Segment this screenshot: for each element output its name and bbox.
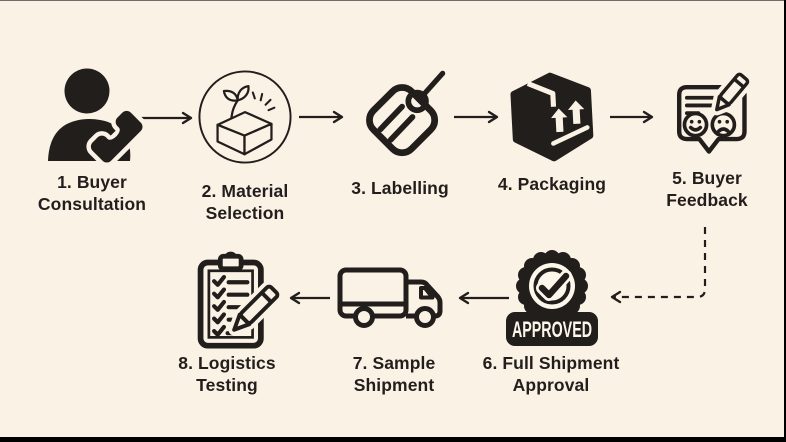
step-label: 6. Full Shipment Approval xyxy=(482,353,620,396)
price-tag-icon xyxy=(348,64,452,170)
person-with-phone-icon xyxy=(42,64,147,168)
box-with-sprout-icon xyxy=(196,68,294,166)
step-label: 8. Logistics Testing xyxy=(178,353,276,396)
frame-bottom-edge xyxy=(0,437,786,442)
arrow-step5-to-step6-dashed xyxy=(610,227,707,304)
shipping-box-icon xyxy=(501,66,603,168)
approved-badge-icon: APPROVED xyxy=(502,248,602,348)
step-label: 7. Sample Shipment xyxy=(352,353,436,396)
frame-right-edge xyxy=(784,0,786,442)
step-label: 5. Buyer Feedback xyxy=(666,168,748,211)
step-label: 1. Buyer Consultation xyxy=(37,172,147,215)
feedback-bubble-icon xyxy=(660,64,756,168)
approved-badge-text: APPROVED xyxy=(512,317,592,342)
checklist-clipboard-icon xyxy=(186,250,290,354)
step-label: 2. Material Selection xyxy=(201,181,289,224)
delivery-truck-icon xyxy=(336,266,450,330)
step-label: 3. Labelling xyxy=(351,178,449,198)
frame-top-edge xyxy=(0,0,786,1)
step-label: 4. Packaging xyxy=(497,174,607,194)
